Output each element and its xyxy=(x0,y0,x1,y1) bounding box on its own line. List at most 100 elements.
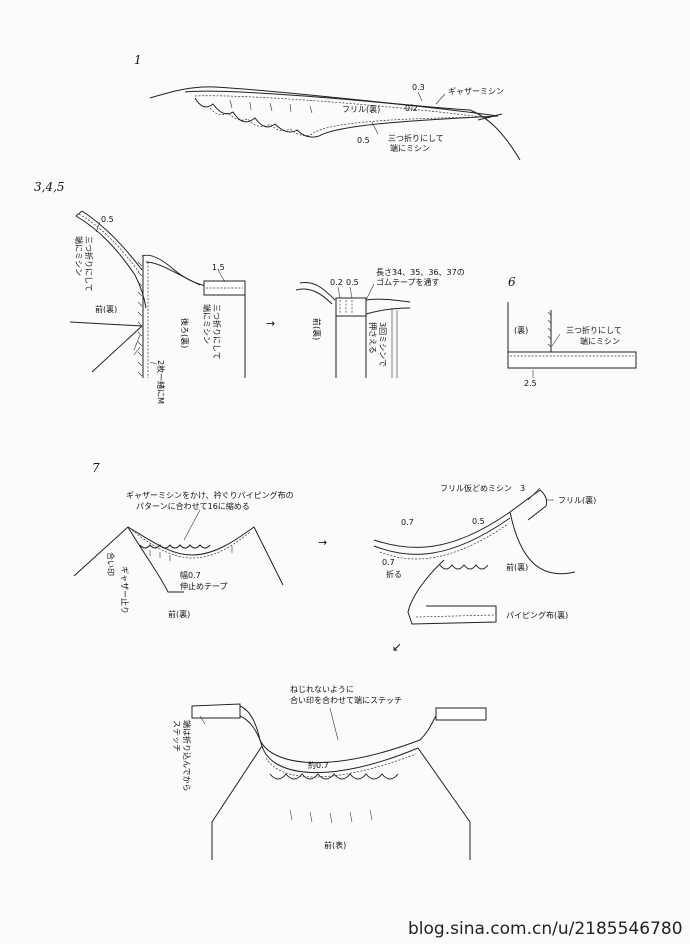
label-front-wrong: 前(裏) xyxy=(95,304,117,314)
frill-ruffled-hem xyxy=(194,97,499,138)
tie-end-left xyxy=(191,703,241,719)
front-slant-line xyxy=(91,325,143,373)
label-front-wrong-7b: 前(裏) xyxy=(506,562,528,572)
neck-gather-marks xyxy=(149,550,171,561)
elastic-casing xyxy=(335,297,367,317)
frill-flap xyxy=(509,489,548,521)
front-right-side-7 xyxy=(417,747,471,860)
leader-0.2 xyxy=(337,286,341,299)
label-triple-stitch-1: 3回ミシンで xyxy=(378,322,387,367)
label-stay-tape: 伸止めテープ xyxy=(180,581,228,591)
gather-lines-finished xyxy=(289,809,373,824)
step-number-6: 6 xyxy=(508,275,516,289)
label-gather-note-2: パターンに合わせて16に縮める xyxy=(136,501,250,511)
label-0.5-7: 0.5 xyxy=(472,517,485,526)
label-gather-note-1: ギャザーミシンをかけ、衿ぐりパイピング布の xyxy=(126,490,294,500)
label-two-layers: 2枚一緒にM xyxy=(156,360,166,404)
neck-gather-stitch xyxy=(131,529,251,559)
label-back-hem-1: 三つ折りにして xyxy=(212,304,222,360)
label-elastic-length: 長さ34、35、36、37の xyxy=(376,268,465,277)
arrow-next-7: → xyxy=(318,536,327,549)
side-line xyxy=(469,109,521,161)
front-right-edge-7 xyxy=(509,511,576,575)
label-0.2: 0.2 xyxy=(330,278,343,287)
label-2.5: 2.5 xyxy=(524,379,537,388)
label-elastic-thread: ゴムテープを通す xyxy=(376,277,440,287)
hem-fold-band xyxy=(507,351,637,369)
label-aijirushi: 合い印 xyxy=(106,552,116,576)
label-0.7-a: 0.7 xyxy=(401,518,414,527)
label-0.5: 0.5 xyxy=(357,136,370,145)
neck-ruffle-outer xyxy=(261,745,419,773)
label-frill-tack: フリル仮どめミシン xyxy=(440,483,512,493)
seam-serging-6 xyxy=(547,311,552,348)
label-end-fold-1: 端は折り込んでから xyxy=(182,720,192,792)
step-number-1: 1 xyxy=(134,53,142,67)
arrow-down-7: ↙ xyxy=(392,640,402,654)
piping-strip-stitch xyxy=(415,614,495,618)
label-hem-2: 端にミシン xyxy=(390,143,430,153)
label-no-twist-2: 合い印を合わせて端にステッチ xyxy=(290,695,402,705)
triple-stitch xyxy=(339,300,353,314)
frill-top-edge xyxy=(184,90,499,117)
piping-neck-fold xyxy=(373,517,511,555)
label-back-wrong: 後ろ(裏) xyxy=(180,318,190,348)
label-1.5: 1.5 xyxy=(212,263,225,272)
casing-tail-2 xyxy=(365,307,411,315)
finished-neck-binding xyxy=(239,705,486,763)
label-frill-wrong-side: フリル(裏) xyxy=(342,104,380,114)
thread-end xyxy=(477,113,503,121)
label-wrong-side-6: (裏) xyxy=(514,325,528,335)
piping-neck-top xyxy=(373,511,511,548)
leader-elastic xyxy=(365,283,375,301)
label-triple-stitch-2: 押さえる xyxy=(368,322,378,354)
step-number-3-4-5: 3,4,5 xyxy=(34,180,65,194)
zigzag-serging xyxy=(137,261,143,377)
label-no-twist-1: ねじれないように xyxy=(290,685,354,694)
label-0.2: 0.2 xyxy=(405,104,418,113)
label-0.5-a: 0.5 xyxy=(101,215,114,224)
label-0.3: 0.3 xyxy=(412,83,425,92)
label-frill-wrong-7: フリル(裏) xyxy=(558,495,596,505)
leader-end-fold xyxy=(199,715,206,725)
front-neck-inner xyxy=(127,526,184,593)
label-hem-6-2: 端にミシン xyxy=(580,336,620,346)
elastic-armhole-fold xyxy=(295,288,333,305)
tie-end-right xyxy=(435,707,487,721)
label-fold-0.7: 0.7 xyxy=(382,558,395,567)
step-6-hem: 6 (裏) 三つ折りにして 端にミシン 2.5 xyxy=(507,275,637,388)
leader-1.5 xyxy=(217,269,226,283)
label-3: 3 xyxy=(520,484,525,493)
step-7-neckline-piping: 7 ギャザーミシンをかけ、衿ぐりパイピング布の パターンに合わせて16に縮める … xyxy=(73,461,596,860)
front-neck-outline xyxy=(73,526,284,586)
piping-gather xyxy=(439,564,489,570)
label-piping-wrong: パイピング布(裏) xyxy=(506,610,568,620)
watermark-text: blog.sina.com.cn/u/2185546780 xyxy=(408,919,683,939)
label-gather-stop: ギャザー止り xyxy=(120,566,130,614)
leader-no-twist xyxy=(329,707,339,741)
back-edge-lines xyxy=(391,308,398,378)
label-side-hem-1: 三つ折りにして xyxy=(84,236,94,292)
leader-03 xyxy=(417,91,423,102)
leader-hem xyxy=(371,121,379,135)
arrow-next-345: → xyxy=(266,317,275,330)
label-fold: 折る xyxy=(386,569,402,579)
label-front-wrong-2: 前(裏) xyxy=(312,318,322,340)
piping-strip xyxy=(407,605,497,625)
neck-binding-stitch xyxy=(265,753,417,778)
hem-stitch-line xyxy=(209,107,493,136)
back-hem-fold xyxy=(145,261,201,286)
leader-note xyxy=(183,509,201,541)
label-side-hem-2: 端にミシン xyxy=(74,236,84,276)
piping-strip-down xyxy=(407,559,457,615)
label-back-hem-2: 端にミシン xyxy=(202,304,212,344)
label-hem-6-1: 三つ折りにして xyxy=(566,325,622,335)
label-front-wrong-7: 前(裏) xyxy=(168,609,190,619)
gather-marks xyxy=(229,99,313,114)
leader-hem-6 xyxy=(551,333,561,347)
front-hem-fold xyxy=(81,210,143,271)
piping-stitch xyxy=(379,523,509,560)
neck-gather-ruffle xyxy=(139,544,211,549)
